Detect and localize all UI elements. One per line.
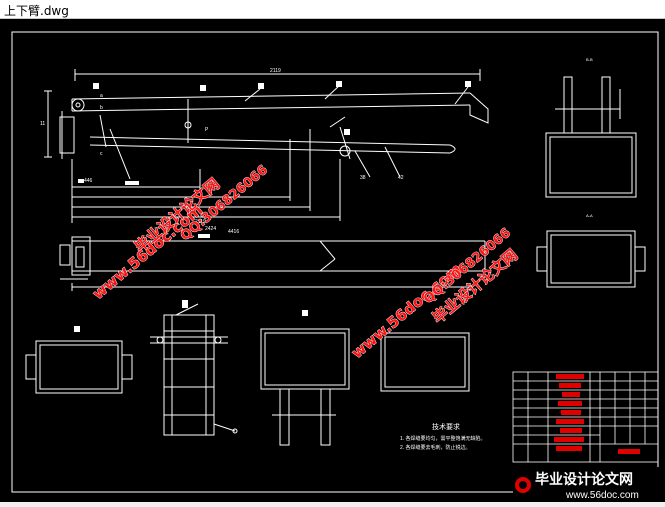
section-label-aa: A-A — [586, 213, 593, 218]
label-42: 42 — [398, 175, 404, 181]
callout-bottom-mid — [302, 310, 308, 316]
arm-top-view — [59, 236, 486, 291]
drawing-border — [11, 31, 659, 493]
section-view-top-right — [545, 76, 637, 198]
title-block-redacted-cells — [554, 374, 640, 454]
dim-lower-a: 2119 — [195, 219, 206, 225]
cad-drawing-canvas[interactable]: 2119 2119 2424 4416 446 11 38 42 a b c P — [0, 19, 665, 502]
tech-req-line2: 2. 各焊缝要去毛刺，防止锐边。 — [400, 444, 471, 451]
watermark-left: www.56doc.com QQ:306826066 毕业设计论文网 — [89, 162, 272, 303]
label-c: c — [100, 151, 103, 157]
site-logo: 毕业设计论文网 www.56doc.com — [513, 467, 665, 502]
label-a: a — [100, 93, 103, 99]
window-title: 上下臂.dwg — [4, 4, 69, 18]
label-11: 11 — [40, 121, 45, 127]
logo-brand-text: 毕业设计论文网 — [535, 471, 633, 487]
tech-req-line1: 1. 各焊缝要均匀，需平整饱满无缺陷。 — [400, 435, 486, 442]
section-view-bottom-left — [25, 340, 133, 394]
logo-url-text: www.56doc.com — [565, 490, 639, 501]
hinge-detail-view — [150, 303, 238, 436]
part-callout-markers — [78, 81, 471, 238]
dim-lower-b: 2424 — [205, 226, 216, 232]
cad-drawing: 2119 2119 2424 4416 446 11 38 42 a b c P — [11, 31, 665, 502]
section-view-bottom-mid — [260, 328, 350, 446]
callout-hinge — [182, 300, 188, 308]
tech-req-title: 技术要求 — [432, 422, 460, 431]
label-p: P — [205, 127, 209, 133]
dim-overall-top: 2119 — [270, 68, 281, 74]
technical-requirements: 技术要求 1. 各焊缝要均匀，需平整饱满无缺陷。 2. 各焊缝要去毛刺，防止锐边… — [400, 422, 486, 451]
title-bar: 上下臂.dwg — [0, 0, 665, 19]
dim-lower-c: 4416 — [228, 229, 239, 235]
label-b: b — [100, 105, 103, 111]
watermark-right: www.56doc.com QQ:306826066 毕业设计论文网 — [348, 225, 522, 362]
section-view-mid-right — [536, 230, 646, 288]
callout-bottom-left — [74, 326, 80, 332]
section-label-bb: B-B — [586, 57, 593, 62]
dim-left-446: 446 — [84, 178, 93, 184]
title-block — [512, 371, 659, 463]
label-38: 38 — [360, 175, 366, 181]
arm-side-view — [44, 69, 489, 223]
section-view-bottom-right — [380, 332, 470, 392]
